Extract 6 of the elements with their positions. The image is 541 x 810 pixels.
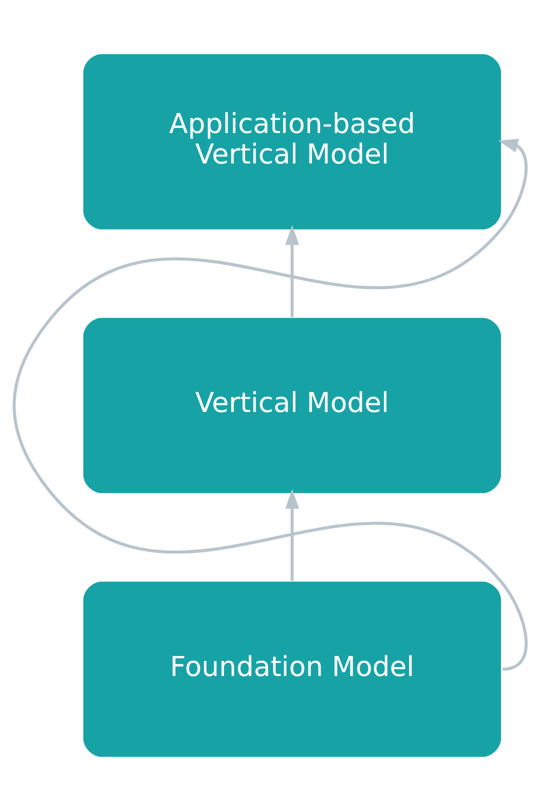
node-box: Application-based Vertical Model <box>83 54 502 229</box>
arrow <box>285 488 300 580</box>
node-box: Vertical Model <box>83 317 502 493</box>
node-box: Foundation Model <box>83 581 502 756</box>
arrow <box>12 138 528 670</box>
arrow <box>285 224 300 317</box>
